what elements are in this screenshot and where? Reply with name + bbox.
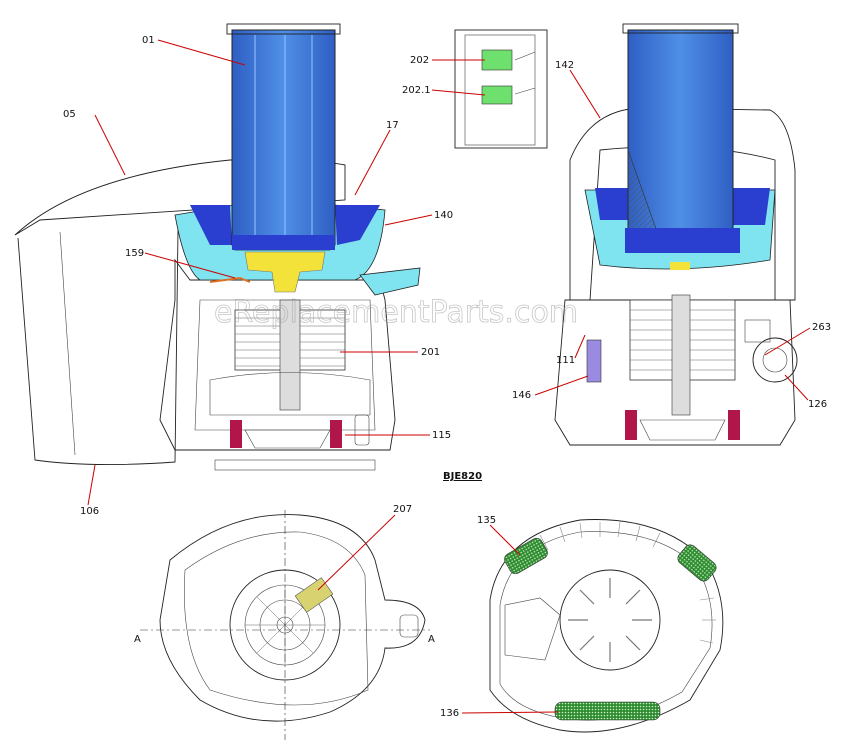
fan-left-block <box>230 420 242 448</box>
callout-201: 201 <box>421 347 440 358</box>
inset-frame <box>454 29 548 149</box>
right-cutaway-assembly <box>554 23 798 446</box>
base-outline <box>159 514 426 722</box>
callout-202-1: 202.1 <box>402 85 431 96</box>
callout-263: 263 <box>812 322 831 333</box>
callout-111: 111 <box>556 355 575 366</box>
callout-146: 146 <box>512 390 531 401</box>
juice-spout <box>359 267 421 296</box>
part-207 <box>294 577 334 613</box>
switch-inset <box>454 29 548 149</box>
callout-207: 207 <box>393 504 412 515</box>
drive-coupler <box>244 251 326 293</box>
leader-lines <box>87 39 811 714</box>
callout-01: 01 <box>142 35 155 46</box>
watermark-text: eReplacementParts.com <box>214 295 578 330</box>
pulp-container-lid <box>14 159 346 236</box>
rubber-foot-135-a <box>504 537 548 575</box>
switch-202-1 <box>481 85 513 105</box>
right-motor-base <box>554 299 796 446</box>
fan-right-block <box>330 420 342 448</box>
diagram-title: BJE820 <box>443 471 482 482</box>
section-mark-left: A <box>134 634 141 645</box>
bowl-blue-left <box>190 205 232 245</box>
callout-159: 159 <box>125 248 144 259</box>
fan-cover-view <box>489 519 724 733</box>
base-top-view <box>140 510 430 740</box>
callout-115: 115 <box>432 430 451 441</box>
callout-05: 05 <box>63 109 76 120</box>
pulp-container-body <box>17 229 179 466</box>
callout-142: 142 <box>555 60 574 71</box>
bowl-blue-right <box>335 205 380 245</box>
rubber-foot-135-b <box>677 544 717 582</box>
fan-cover-center <box>559 569 661 671</box>
callout-136: 136 <box>440 708 459 719</box>
left-cutaway-assembly <box>14 23 421 471</box>
callout-106: 106 <box>80 506 99 517</box>
callout-135: 135 <box>477 515 496 526</box>
callout-17: 17 <box>386 120 399 131</box>
callout-202: 202 <box>410 55 429 66</box>
sensor-146 <box>586 339 602 383</box>
section-mark-right: A <box>428 634 435 645</box>
callout-126: 126 <box>808 399 827 410</box>
filter-basket <box>231 29 336 246</box>
callout-140: 140 <box>434 210 453 221</box>
control-knob <box>752 337 798 383</box>
switch-202 <box>481 49 513 71</box>
rubber-foot-136 <box>554 701 661 721</box>
fan-cover-outline <box>489 519 724 733</box>
